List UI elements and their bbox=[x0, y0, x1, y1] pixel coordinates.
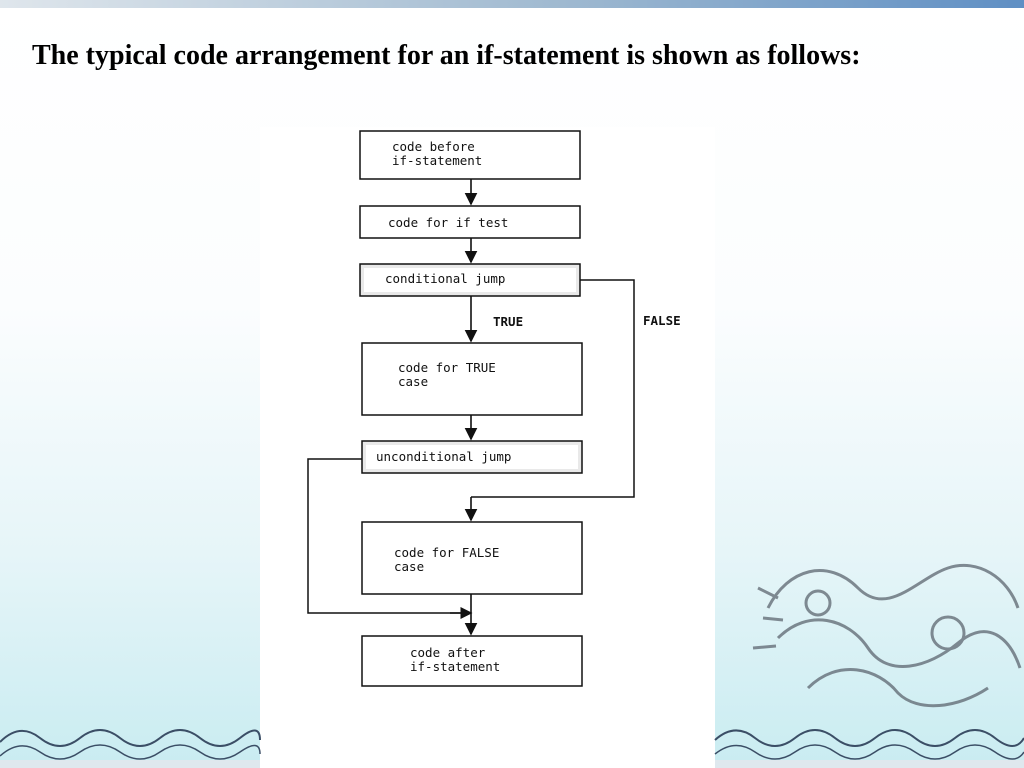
box-unconditional-jump: unconditional jump bbox=[361, 440, 583, 474]
line-false-path bbox=[471, 279, 635, 498]
box-conditional-jump: conditional jump bbox=[359, 263, 581, 297]
wave-border-decoration bbox=[0, 729, 1024, 768]
slide-title: The typical code arrangement for an if-s… bbox=[32, 40, 861, 71]
box-conditional-jump-label: conditional jump bbox=[385, 271, 505, 286]
box-unconditional-jump-label: unconditional jump bbox=[376, 449, 511, 464]
label-false: FALSE bbox=[643, 313, 681, 328]
box-code-true-line2: case bbox=[398, 374, 428, 389]
box-code-true-line1: code for TRUE bbox=[398, 360, 496, 375]
flowchart-panel: code before if-statement code for if tes… bbox=[260, 127, 715, 768]
line-uncond-bypass bbox=[307, 458, 471, 614]
box-code-after-line1: code after bbox=[410, 645, 486, 660]
box-code-true: code for TRUE case bbox=[361, 342, 583, 416]
dragon-decoration bbox=[752, 563, 1022, 708]
box-code-false: code for FALSE case bbox=[361, 521, 583, 595]
box-code-after-line2: if-statement bbox=[410, 659, 500, 674]
box-code-after: code after if-statement bbox=[361, 635, 583, 687]
box-code-before: code before if-statement bbox=[359, 130, 581, 180]
box-code-before-line2: if-statement bbox=[392, 153, 482, 168]
box-code-false-line1: code for FALSE bbox=[394, 545, 499, 560]
box-code-test: code for if test bbox=[359, 205, 581, 239]
label-true: TRUE bbox=[493, 314, 523, 329]
top-accent-bar bbox=[0, 0, 1024, 8]
box-code-test-label: code for if test bbox=[388, 215, 508, 230]
box-code-false-line2: case bbox=[394, 559, 424, 574]
box-code-before-line1: code before bbox=[392, 139, 475, 154]
if-statement-flowchart: code before if-statement code for if tes… bbox=[307, 130, 681, 687]
